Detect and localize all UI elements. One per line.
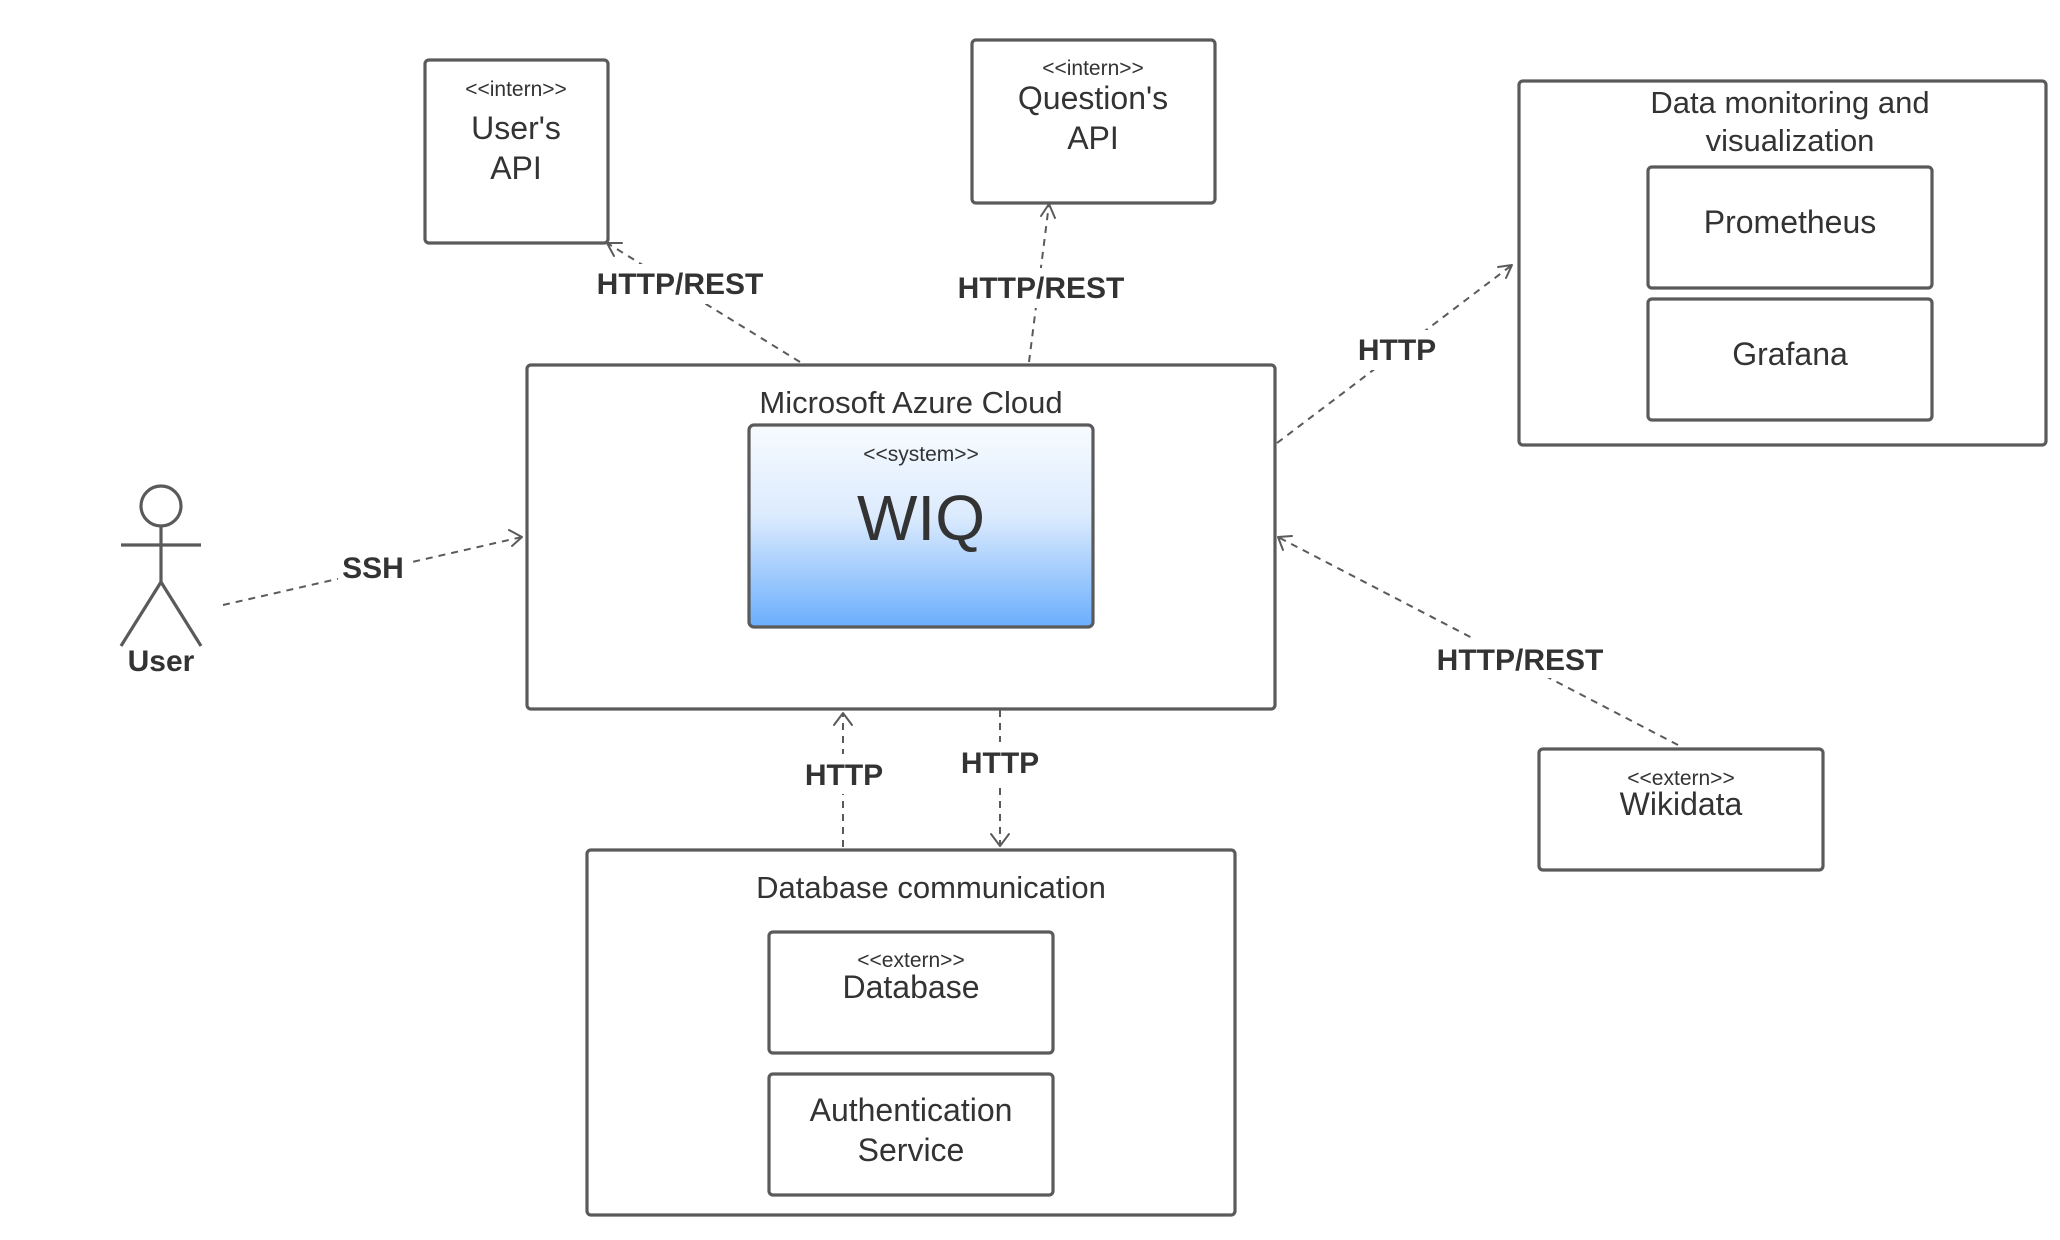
users-api-node: <<intern>> User's API [423, 58, 610, 245]
label-users-api: HTTP/REST [590, 264, 770, 304]
connector-user-ssh [222, 529, 523, 606]
user-actor: User [119, 484, 203, 678]
prometheus-title: Prometheus [1704, 204, 1877, 240]
auth-service-node: Authentication Service [767, 1072, 1055, 1197]
wiq-title: WIQ [857, 482, 985, 554]
database-node: <<extern>> Database [767, 930, 1055, 1055]
label-db-up: HTTP [800, 754, 888, 794]
questions-api-title-line2: API [1067, 120, 1119, 156]
questions-api-title-line1: Question's [1018, 80, 1168, 116]
database-title: Database [843, 969, 980, 1005]
label-db-down: HTTP [956, 742, 1044, 782]
label-questions-api-text: HTTP/REST [958, 272, 1125, 305]
wiq-system-node: <<system>> WIQ [747, 423, 1095, 629]
monitoring-title-line1: Data monitoring and [1650, 85, 1929, 120]
monitoring-title-line2: visualization [1706, 123, 1875, 158]
label-monitoring-text: HTTP [1358, 334, 1436, 367]
user-actor-icon [119, 484, 203, 647]
auth-service-title-line2: Service [858, 1132, 965, 1168]
wiq-stereotype: <<system>> [863, 443, 979, 466]
questions-api-stereotype: <<intern>> [1042, 57, 1144, 80]
auth-service-title-line1: Authentication [810, 1092, 1013, 1128]
label-wikidata: HTTP/REST [1430, 638, 1610, 678]
wikidata-title: Wikidata [1620, 786, 1743, 822]
azure-cloud-group: Microsoft Azure Cloud <<system>> WIQ [525, 363, 1277, 711]
database-stereotype: <<extern>> [857, 949, 964, 972]
label-user-ssh: SSH [338, 547, 408, 587]
label-user-ssh-text: SSH [342, 552, 404, 585]
grafana-node: Grafana [1646, 297, 1934, 422]
label-questions-api: HTTP/REST [952, 268, 1132, 308]
questions-api-node: <<intern>> Question's API [970, 38, 1217, 205]
users-api-title-line1: User's [471, 110, 561, 146]
label-wikidata-text: HTTP/REST [1437, 644, 1604, 677]
monitoring-group: Data monitoring and visualization Promet… [1517, 79, 2048, 447]
wikidata-stereotype: <<extern>> [1627, 767, 1734, 790]
database-group: Database communication <<extern>> Databa… [585, 848, 1237, 1217]
wikidata-node: <<extern>> Wikidata [1537, 747, 1825, 872]
users-api-stereotype: <<intern>> [465, 78, 567, 101]
label-db-down-text: HTTP [961, 747, 1039, 780]
label-monitoring: HTTP [1352, 330, 1442, 370]
database-group-title: Database communication [756, 870, 1106, 905]
user-actor-label: User [128, 645, 195, 678]
label-db-up-text: HTTP [805, 759, 883, 792]
azure-title: Microsoft Azure Cloud [759, 385, 1062, 420]
users-api-title-line2: API [490, 150, 542, 186]
prometheus-node: Prometheus [1646, 165, 1934, 290]
label-users-api-text: HTTP/REST [597, 268, 764, 301]
grafana-title: Grafana [1732, 336, 1848, 372]
